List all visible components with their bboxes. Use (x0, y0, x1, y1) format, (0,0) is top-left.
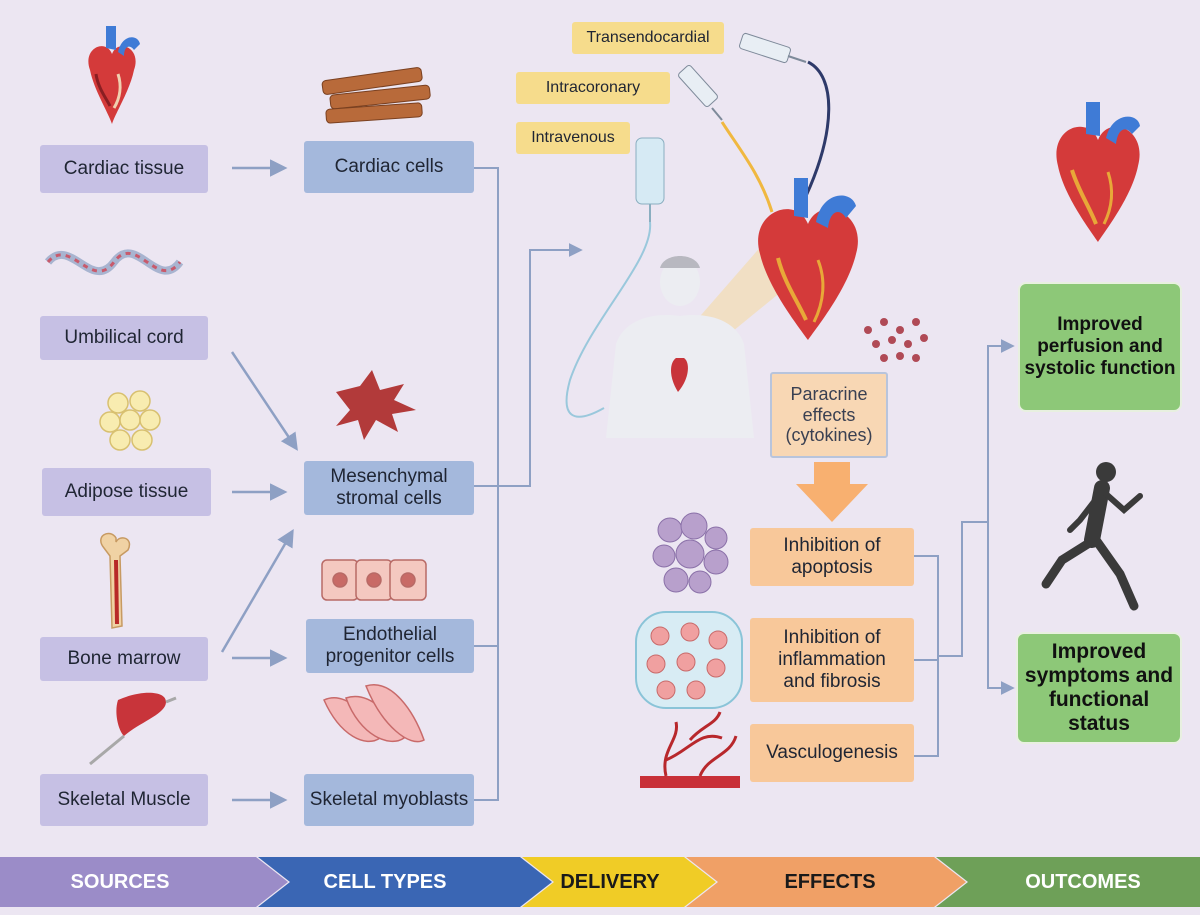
cell-type-endothelial-progenitor-cells: Endothelial progenitor cells (306, 619, 474, 673)
cell-type-skeletal-myoblasts: Skeletal myoblasts (304, 774, 474, 826)
myoblast-cells-icon (323, 684, 425, 743)
intracoronary-catheter (720, 121, 774, 213)
cell-type-cardiac-cells: Cardiac cells (304, 141, 474, 193)
epc-label-line1: Endothelial (342, 624, 438, 646)
cord-icon (44, 249, 184, 275)
transendocardial-catheter (804, 60, 831, 197)
outcome-perfusion-systolic: Improved perfusion and systolic function (1018, 282, 1182, 412)
stage-label-cell-types: CELL TYPES (323, 870, 447, 893)
inflam-line3: and fibrosis (783, 670, 881, 692)
cell-type-mesenchymal-stromal-cells: Mesenchymal stromal cells (304, 461, 474, 515)
iv-bag-icon (635, 137, 665, 222)
endothelial-cells-icon (321, 559, 427, 601)
outcome-symptoms-functional: Improved symptoms and functional status (1016, 632, 1182, 744)
stage-sources-chevron (0, 857, 288, 907)
stage-label-delivery: DELIVERY (560, 870, 660, 893)
msc-label-line2: stromal cells (336, 488, 442, 509)
paracrine-line3: (cytokines) (785, 425, 873, 446)
heart-icon (1056, 102, 1140, 242)
stage-delivery-chevron (522, 857, 716, 907)
cytokine-dots-icon (864, 318, 928, 362)
effect-inhibition-apoptosis: Inhibition of apoptosis (750, 528, 914, 586)
source-adipose-tissue: Adipose tissue (42, 468, 211, 516)
source-bone-marrow: Bone marrow (40, 637, 208, 681)
perfusion-line3: systolic function (1024, 357, 1176, 379)
stage-label-sources: SOURCES (70, 870, 170, 893)
epc-label-line2: progenitor cells (325, 646, 455, 667)
perfusion-line1: Improved (1057, 314, 1143, 336)
tissue-icon (635, 611, 743, 709)
route-intravenous: Intravenous (516, 122, 630, 154)
skeletal-muscle-icon (89, 692, 177, 766)
symptoms-line3: functional (1048, 688, 1150, 711)
muscle-fiber-icon (321, 67, 431, 124)
effect-to-outcome-connectors (914, 339, 1015, 757)
source-to-cell-connectors (220, 159, 298, 809)
heart-icon (88, 26, 140, 124)
perfusion-line2: perfusion and (1037, 336, 1163, 358)
paracrine-line1: Paracrine (790, 383, 868, 404)
fat-cells-icon (99, 390, 161, 451)
route-transendocardial: Transendocardial (572, 22, 724, 54)
bone-icon (100, 532, 131, 629)
stage-outcomes-chevron (936, 857, 1200, 907)
paracrine-line2: effects (802, 404, 856, 425)
stage-cell-types-chevron (258, 857, 552, 907)
stage-effects-chevron (686, 857, 966, 907)
effect-vasculogenesis: Vasculogenesis (750, 724, 914, 782)
paracrine-arrow-icon (796, 462, 868, 522)
msc-cell-icon (336, 370, 416, 440)
source-umbilical-cord: Umbilical cord (40, 316, 208, 360)
symptoms-line4: status (1068, 712, 1130, 736)
syringe-icon (739, 32, 807, 64)
symptoms-line1: Improved (1051, 639, 1147, 663)
iv-line (565, 221, 652, 418)
msc-label-line1: Mesenchymal (330, 466, 448, 488)
source-cardiac-tissue: Cardiac tissue (40, 145, 208, 193)
symptoms-line2: symptoms and (1024, 663, 1174, 687)
syringe-icon (678, 65, 723, 121)
apoptotic-cells-icon (652, 512, 729, 594)
runner-icon (1041, 462, 1143, 611)
apoptosis-line2: apoptosis (791, 557, 873, 578)
vessel-icon (640, 711, 740, 788)
source-skeletal-muscle: Skeletal Muscle (40, 774, 208, 826)
effect-inhibition-inflammation-fibrosis: Inhibition of inflammation and fibrosis (750, 618, 914, 702)
stage-bar (0, 857, 1200, 907)
route-intracoronary: Intracoronary (516, 72, 670, 104)
inflam-line1: Inhibition of (783, 627, 881, 649)
cell-to-delivery-connectors (474, 167, 583, 801)
heart-icon (758, 178, 858, 341)
apoptosis-line1: Inhibition of (783, 535, 881, 557)
stage-label-outcomes: OUTCOMES (1025, 870, 1141, 893)
paracrine-effects-box: Paracrine effects (cytokines) (770, 372, 888, 458)
inflam-line2: inflammation (778, 649, 886, 671)
stage-label-effects: EFFECTS (784, 870, 876, 893)
